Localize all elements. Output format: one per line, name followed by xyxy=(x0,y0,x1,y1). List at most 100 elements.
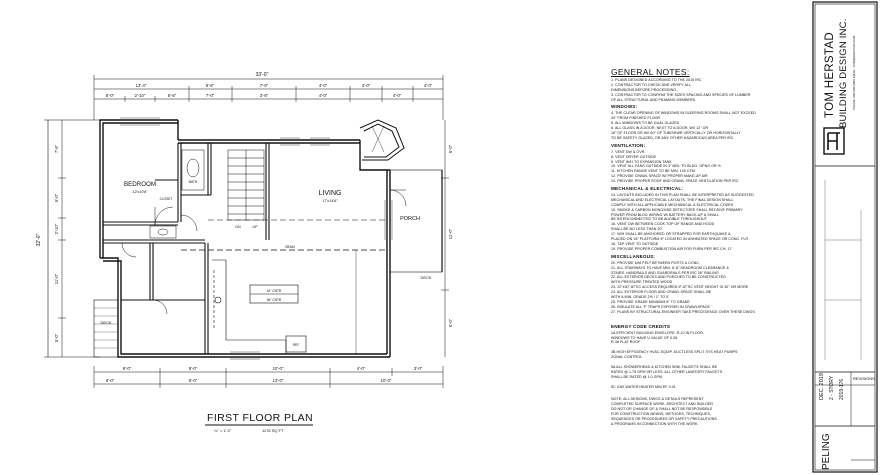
door-swings xyxy=(121,189,407,315)
dimension-label: 8'-6" xyxy=(206,83,215,88)
note-line: 8. VENT DRYER OUTSIDE xyxy=(611,154,657,159)
note-line: 27. PLANS BY STRUCTURAL ENGINEER TAKE PR… xyxy=(611,309,755,314)
note-line: 17. W/H SHALL BE ANCHORED OR STRAPPED FO… xyxy=(611,232,731,237)
bay-window xyxy=(359,119,405,161)
date-field: DEC. 2019 xyxy=(819,373,825,400)
plan-title: FIRST FLOOR PLAN xyxy=(207,412,313,424)
note-line: 2. CONTRACTOR TO CHECK AND VERIFY ALL xyxy=(611,82,692,87)
dimension-label: 10'-0" xyxy=(273,366,284,371)
note-line: RATED @ 1.75 GPM OR LESS. ALL OTHER LAVA… xyxy=(611,369,723,374)
note-line: STAIRS, HANDRAILS AND GUARDRAILS PER IRC… xyxy=(611,270,719,275)
company-logo xyxy=(823,127,845,155)
note-line: DO NOT OR CHANGE OF & SHALL NOT BE RESPO… xyxy=(611,407,713,412)
notes-energy: 1A EFFICIENT BUILDING ENVELOPE: R-10 IN … xyxy=(611,331,809,390)
plan-area: 1176 SQ FT xyxy=(262,428,284,433)
living-size: 17'x14'6" xyxy=(322,199,338,203)
note-line: OF ALL STRUCTURAL AND FRAMING MEMBERS. xyxy=(611,97,697,102)
revisions-label: REVISIONS xyxy=(853,376,875,381)
stair-dn-label: DN xyxy=(235,225,241,229)
dimension-label: 2'-10" xyxy=(135,93,146,98)
note-line: DIMENSIONS BEFORE PROCEEDING. xyxy=(611,87,678,92)
note-line: 23. 22"x30" ATTIC ACCESS REQUIRED IF ATT… xyxy=(611,285,749,290)
dimension-label: 4'-0" xyxy=(424,83,433,88)
bar-top-label: 42" CNTR xyxy=(267,289,282,293)
dimension-label: 13'-4" xyxy=(136,83,147,88)
overall-width-label: 33'-0" xyxy=(256,72,269,78)
dimension-label: 11'-0" xyxy=(448,228,453,239)
notes-mechanical: 14. LAYOUTS INCLUDED IN THIS PLAN SHALL … xyxy=(611,193,809,252)
note-line: NOTE: ALL DESIGNS, DWGS & DETAILS REPRES… xyxy=(611,397,704,402)
note-line: 24. ALL EXTERIOR FLOOR AND CRAWL SPACE S… xyxy=(611,290,712,295)
note-line: R-38 FLAT ROOF xyxy=(611,340,641,345)
title-block: TOM HERSTAD BUILDING DESIGN INC. PHONE: … xyxy=(811,0,880,475)
note-line: 12. PROVIDE CRAWL SPACE W/ PROPER MAKE-U… xyxy=(611,174,708,179)
living-label: LIVING xyxy=(319,190,342,197)
dimension-label: 7'-0" xyxy=(260,83,269,88)
counter-top-label: 36" CNTR xyxy=(267,298,282,302)
note-line: 18. T&P VENT TO OUTSIDE xyxy=(611,242,659,246)
job-number: 2019-176 xyxy=(839,378,845,400)
company-name-line1: TOM HERSTAD xyxy=(824,32,836,118)
porch-label: PORCH xyxy=(400,216,420,222)
note-line: 10. VENT ALL FANS OUTSIDE IN 3" MIN. TO … xyxy=(611,164,721,169)
note-line: 19. PROVIDE PROPER COMBUSTION AIR FOR FU… xyxy=(611,246,732,251)
note-line: 15. SMOKE & CARBON MONOXIDE DETECTORS SH… xyxy=(611,207,743,212)
note-line: 4. THE CLEAR OPENING OF WINDOWS IN SLEEP… xyxy=(611,111,756,116)
note-line: MECHANICAL AND ELECTRICAL LAYOUTS. THE F… xyxy=(611,197,734,202)
dimension-label: 10'-0" xyxy=(381,378,392,383)
company-contact: PHONE: 000-000-0000 EMAIL: TOM@HERSTAD.C… xyxy=(852,35,856,110)
general-notes: GENERAL NOTES: 1. PLANS DESIGNED ACCORDI… xyxy=(611,67,809,427)
kitchen-counter xyxy=(212,259,307,354)
company-name-line2: BUILDING DESIGN INC. xyxy=(838,18,849,128)
bath-fixtures xyxy=(149,149,205,239)
dimension-label: 3'-0" xyxy=(414,366,423,371)
note-line: 5A ALL SHOWERHEAD & KITCHEN SINK FAUCETS… xyxy=(611,364,718,369)
note-line: TO BE SAFETY GLAZED, OR ANY OTHER HAZARD… xyxy=(611,135,735,140)
porch-deck-label: DECK xyxy=(420,275,431,280)
plan-scale: ¼" = 1'-0" xyxy=(214,428,232,433)
porch xyxy=(389,169,443,273)
note-line: PLACED ON 18" PLATFORM IF LOCATED IN UNH… xyxy=(611,237,749,242)
beam-label: BEAM xyxy=(285,245,294,249)
note-line: WITH A MIN. GRADE 2% / 1" TO 5' xyxy=(611,295,670,300)
note-line: POWER FROM BLDG WIRING W/ BATTERY BACK-U… xyxy=(611,212,720,217)
note-line: 25. PROVIDE GRADE MINIMUM 6" TO GRADE xyxy=(611,299,690,304)
note-line: 3B HIGH EFFICIENCY HVAC EQUIP. DUCTLESS … xyxy=(611,350,738,355)
dimension-label: 7'-0" xyxy=(206,93,215,98)
dimension-label: 3'-6" xyxy=(260,93,269,98)
note-line: 1. PLANS DESIGNED ACCORDING TO THE 2015 … xyxy=(611,77,702,82)
dimension-label: 4'-0" xyxy=(357,366,366,371)
note-line: SEQUENCES OR PROCEDURES OR SAFETY PRECAU… xyxy=(611,417,717,422)
note-line: 18" OF FLOOR OR W/I 60" OF TUB/SHWR VERT… xyxy=(611,130,741,135)
dimension-label: 2'-10" xyxy=(54,223,59,234)
energy-heading: ENERGY CODE CREDITS xyxy=(611,323,671,329)
dimension-label: 4'-0" xyxy=(319,83,328,88)
bedroom-label: BEDROOM xyxy=(124,181,156,188)
ref-label: REF xyxy=(293,343,299,347)
dimension-label: 4'-0" xyxy=(362,83,371,88)
note-line: 13. PROVIDE PROPER ROOF AND CRAWL SPACE … xyxy=(611,179,739,184)
general-notes-title: GENERAL NOTES: xyxy=(611,67,690,77)
dimension-label: 13'-0" xyxy=(273,378,284,383)
dimension-label: 8'-0" xyxy=(123,366,132,371)
floor-plan-drawing: 13'-4" 8'-6" 7'-0" 4'-0" 4'-0" 4'-0" 6'-0" 2'-1… xyxy=(36,72,453,388)
stairs xyxy=(227,149,265,221)
note-line: ZONAL CONTROL xyxy=(611,355,643,360)
title-block-frame xyxy=(812,1,878,473)
note-line: BE INTERCONNECTED TO BE AUDIBLE THROUGHO… xyxy=(611,217,707,222)
overall-depth-label: 32'-0" xyxy=(36,233,42,246)
note-line: SHALL BE RATED @ 1.0 GPM. xyxy=(611,374,664,379)
top-dim-ticks xyxy=(93,75,444,120)
note-line: SHALL BE NO LESS THAN 30" xyxy=(611,227,663,232)
notes-disclaimer: NOTE: ALL DESIGNS, DWGS & DETAILS REPRES… xyxy=(611,397,809,426)
note-line: 26. INSULATE ALL 'F' TRAPS EXPOSED IN CR… xyxy=(611,304,710,309)
dimension-label: 6'-0" xyxy=(106,93,115,98)
stories-field: 2 - STORY xyxy=(829,375,835,400)
note-line: 16. VENT DW BETWEEN COOK TOP OF RANGE AN… xyxy=(611,222,715,227)
dimension-label: 5'-0" xyxy=(448,144,453,153)
dimension-label: 4'-0" xyxy=(319,93,328,98)
note-line: 5C GAS WATER HEATER MIN EF 0.91 xyxy=(611,384,676,389)
notes-misc: 20. PROVIDE 6X6 FELT BETWEEN POSTS & CON… xyxy=(611,261,809,315)
closet-label: CLOSET xyxy=(160,197,173,201)
ventilation-heading: VENTILATION: xyxy=(611,142,646,148)
